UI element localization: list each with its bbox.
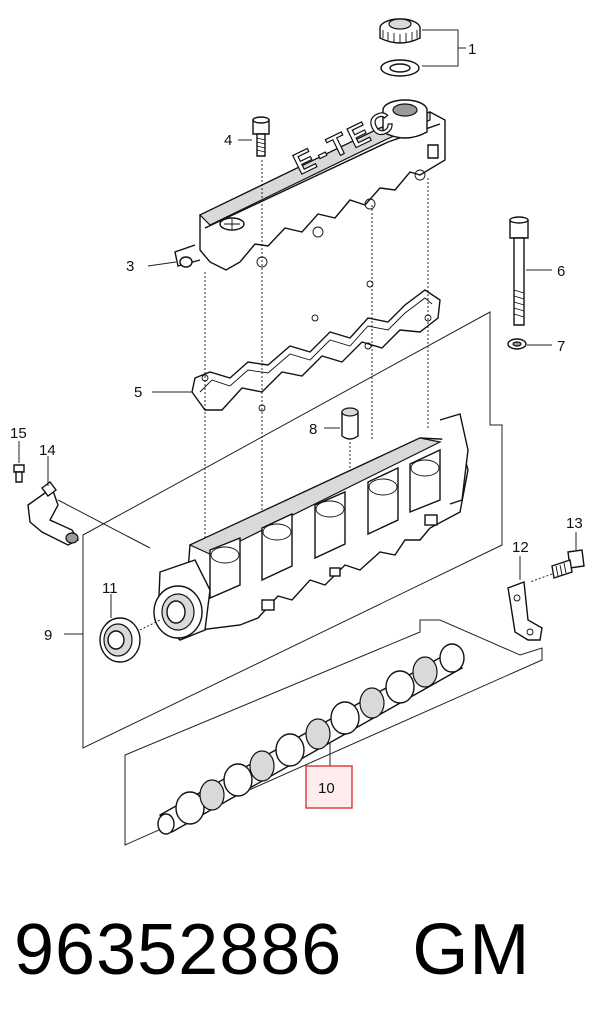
callout-10-highlight xyxy=(305,765,353,809)
callout-9: 9 xyxy=(44,627,52,644)
callout-8: 8 xyxy=(309,421,317,438)
callout-14: 14 xyxy=(39,442,56,459)
callout-3: 3 xyxy=(126,258,134,275)
valve-cover-gasket xyxy=(191,280,441,412)
cylinder-head-group-outline xyxy=(82,311,503,749)
callout-5: 5 xyxy=(134,384,142,401)
callout-15: 15 xyxy=(10,425,27,442)
camshaft xyxy=(157,643,465,835)
bolt-washer xyxy=(507,338,527,350)
callout-10: 10 xyxy=(318,780,335,797)
filler-cap-seal xyxy=(380,59,420,77)
mounting-bracket xyxy=(507,581,543,641)
cover-bolt xyxy=(252,116,270,157)
callout-13: 13 xyxy=(566,515,583,532)
exploded-parts-diagram: 1 4 E-TEC 3 xyxy=(10,18,585,846)
callout-11: 11 xyxy=(102,580,118,597)
part-caption: 96352886 GM xyxy=(14,900,594,1000)
cylinder-head-plug xyxy=(341,407,359,440)
bracket-bolt xyxy=(551,549,585,579)
camshaft-position-sensor xyxy=(27,481,79,546)
camshaft-oil-seal xyxy=(99,617,141,663)
oil-filler-cap xyxy=(379,18,421,44)
brand-name: GM xyxy=(412,910,531,990)
long-bolt xyxy=(509,216,529,326)
callout-4: 4 xyxy=(224,132,232,149)
camshaft-group-outline xyxy=(124,619,543,846)
callout-7: 7 xyxy=(557,338,565,355)
callout-6: 6 xyxy=(557,263,565,280)
callout-1: 1 xyxy=(468,41,476,58)
valve-cover: E-TEC xyxy=(174,99,446,271)
callout-12: 12 xyxy=(512,539,529,556)
part-number: 96352886 xyxy=(14,910,343,990)
sensor-screw xyxy=(13,464,25,483)
cylinder-head xyxy=(153,413,469,641)
